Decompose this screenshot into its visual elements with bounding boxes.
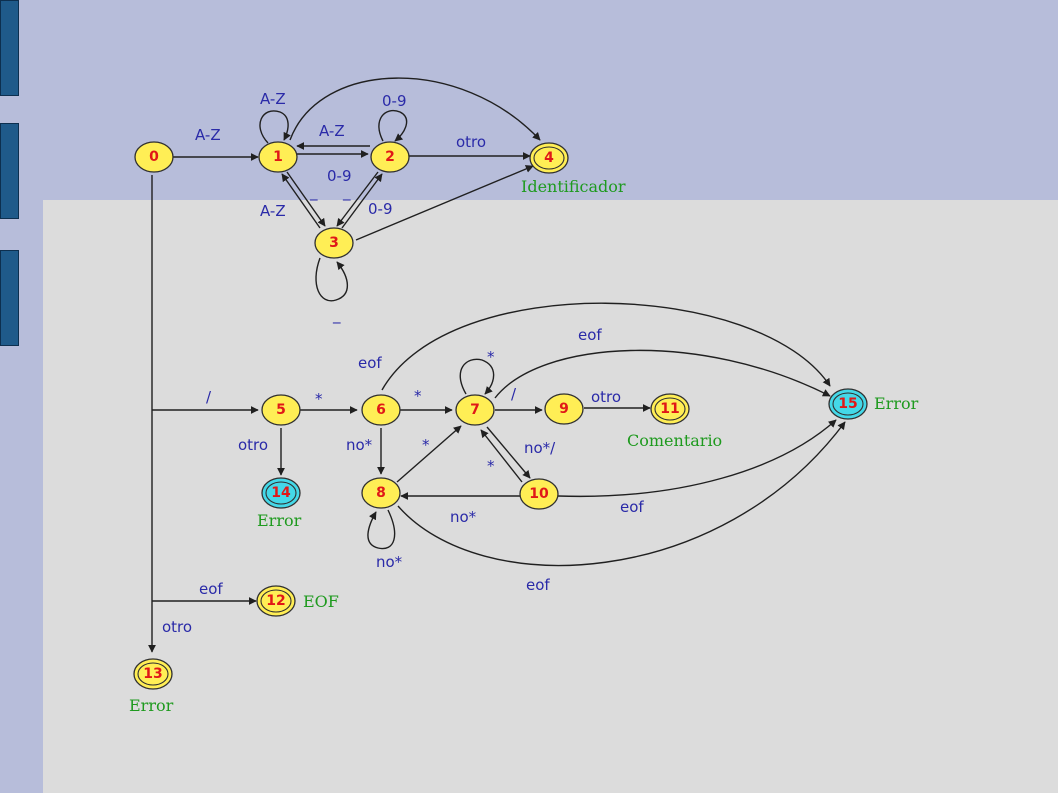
state-label: 5 — [276, 402, 286, 418]
edge-label: _ — [332, 306, 341, 325]
edge-2-3 — [336, 171, 379, 227]
state-6: 6 — [361, 394, 401, 426]
caption-error-15: Error — [874, 394, 919, 413]
edge-3-1 — [281, 173, 321, 229]
edge-3-2 — [341, 173, 383, 229]
state-12: 12 — [256, 585, 296, 617]
state-label: 7 — [470, 402, 480, 418]
state-label: 8 — [376, 485, 386, 501]
edge-label: eof — [526, 576, 550, 594]
slide-side-tab — [0, 123, 19, 219]
edge-7-7-loop — [459, 358, 495, 395]
state-label: 13 — [143, 666, 162, 682]
state-label: 3 — [329, 235, 339, 251]
edge-label: _ — [342, 183, 351, 202]
state-8: 8 — [361, 477, 401, 509]
edge-label: 0-9 — [368, 200, 393, 218]
edge-label: otro — [591, 388, 621, 406]
state-11: 11 — [650, 393, 690, 425]
edge-6-15 — [381, 302, 831, 391]
slide-side-tab — [0, 250, 19, 346]
edge-label: / — [206, 388, 212, 406]
edge-label: no* — [346, 436, 373, 454]
caption-identificador: Identificador — [521, 177, 626, 196]
edge-label: eof — [358, 354, 382, 372]
edges-comment — [277, 302, 846, 567]
caption-comentario: Comentario — [627, 431, 722, 450]
state-label: 15 — [838, 396, 857, 412]
edge-8-7 — [396, 425, 462, 483]
state-label: 0 — [149, 149, 159, 165]
edge-label: eof — [199, 580, 223, 598]
edge-1-3 — [286, 171, 326, 227]
edge-8-8-loop — [367, 509, 396, 550]
edge-7-15 — [494, 349, 831, 399]
states: 0 1 2 3 4 5 6 6 7 — [133, 141, 868, 690]
state-label: 9 — [559, 401, 569, 417]
edge-label: A-Z — [260, 202, 286, 220]
edge-1-4 — [289, 77, 541, 141]
caption-eof: EOF — [303, 592, 339, 611]
edge-label: otro — [456, 133, 486, 151]
edge-label: * — [315, 390, 323, 408]
edge-label: otro — [238, 436, 268, 454]
slide-side-tab — [0, 0, 19, 96]
state-label: 1 — [273, 149, 283, 165]
edge-3-3-loop — [315, 257, 349, 302]
edge-label: eof — [620, 498, 644, 516]
edge-label: otro — [162, 618, 192, 636]
captions: Identificador Comentario EOF Error Error… — [129, 177, 919, 715]
edge-label: * — [414, 387, 422, 405]
edge-label: _ — [309, 183, 318, 202]
edge-label: eof — [578, 326, 602, 344]
state-0: 0 — [134, 141, 174, 173]
state-9: 9 — [544, 393, 584, 425]
edge-label: A-Z — [195, 126, 221, 144]
state-label: 6 — [376, 402, 386, 418]
state-label: 12 — [266, 593, 285, 609]
edge-label: 0-9 — [382, 92, 407, 110]
edge-label: / — [511, 385, 517, 403]
caption-error-13: Error — [129, 696, 174, 715]
state-10: 10 — [519, 478, 559, 510]
edge-3-4 — [355, 165, 534, 241]
state-3: 3 — [314, 227, 354, 259]
state-label: 2 — [385, 149, 395, 165]
edge-label: * — [422, 436, 430, 454]
state-7: 6 7 — [455, 394, 495, 426]
edge-2-2-loop — [378, 109, 408, 142]
state-label: 4 — [544, 150, 554, 166]
edge-10-15 — [557, 419, 837, 498]
edge-label: A-Z — [319, 122, 345, 140]
state-2: 2 — [370, 141, 410, 173]
edge-label: no*/ — [524, 439, 556, 457]
state-4: 4 — [529, 142, 569, 174]
edges-identifier — [172, 77, 541, 302]
transition-labels: A-Z A-Z A-Z 0-9 0-9 A-Z 0-9 _ _ _ otro /… — [162, 90, 644, 636]
state-1: 1 — [258, 141, 298, 173]
state-13: 13 — [133, 658, 173, 690]
edge-10-7 — [480, 429, 523, 483]
edge-label: * — [487, 348, 495, 366]
edge-label: A-Z — [260, 90, 286, 108]
state-label: 10 — [529, 486, 549, 502]
edge-1-1-loop — [259, 110, 291, 144]
edge-label: no* — [376, 553, 403, 571]
state-5: 5 — [261, 394, 301, 426]
edges-trunk — [148, 175, 259, 653]
edge-8-15 — [397, 421, 846, 567]
edge-7-10 — [486, 426, 531, 479]
state-15: 15 — [828, 388, 868, 420]
caption-error-14: Error — [257, 511, 302, 530]
edge-label: * — [487, 457, 495, 475]
edge-label: 0-9 — [327, 167, 352, 185]
state-label: 14 — [271, 485, 291, 501]
edge-label: no* — [450, 508, 477, 526]
state-14: 14 — [261, 477, 301, 509]
state-label: 11 — [660, 401, 679, 417]
